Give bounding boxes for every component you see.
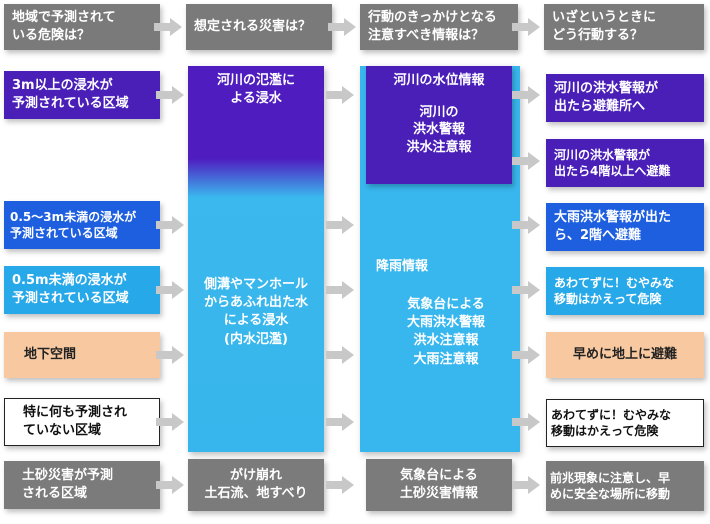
risk-under-05m: 0.5m未満の浸水が 予測されている区域 bbox=[4, 266, 160, 314]
action-move-safe: 前兆現象に注意し、早 めに安全な場所に移動 bbox=[546, 461, 704, 511]
disaster-column bbox=[188, 66, 324, 452]
disaster-landslide: がけ崩れ 土石流、地すべり bbox=[188, 459, 324, 511]
info-river-box: 河川の水位情報 河川の 洪水警報 洪水注意報 bbox=[366, 66, 512, 184]
action-stay-calm-1: あわてずに！むやみな 移動はかえって危険 bbox=[546, 267, 704, 315]
arrow-icon bbox=[156, 281, 184, 299]
info-rain-detail: 気象台による 大雨洪水警報 洪水注意報 大雨注意報 bbox=[406, 297, 485, 367]
arrow-icon bbox=[154, 18, 182, 36]
risk-underground: 地下空間 bbox=[4, 332, 160, 378]
risk-landslide: 土砂災害が予測 される区域 bbox=[4, 461, 160, 509]
info-rain-title: 降雨情報 bbox=[376, 259, 429, 274]
arrow-icon bbox=[512, 152, 540, 170]
arrow-icon bbox=[512, 281, 540, 299]
info-landslide: 気象台による 土砂災害情報 bbox=[366, 459, 512, 511]
arrow-icon bbox=[326, 216, 354, 234]
arrow-icon bbox=[326, 476, 354, 494]
arrow-icon bbox=[156, 476, 184, 494]
header-disaster: 想定される災害は？ bbox=[186, 4, 332, 50]
disaster-river-flood: 河川の氾濫に よる浸水 bbox=[216, 73, 295, 107]
header-info: 行動のきっかけとなる 注意すべき情報は？ bbox=[360, 4, 518, 50]
arrow-icon bbox=[326, 346, 354, 364]
arrow-icon bbox=[156, 216, 184, 234]
arrow-icon bbox=[512, 346, 540, 364]
info-river-title: 河川の水位情報 bbox=[393, 73, 485, 88]
arrow-icon bbox=[156, 413, 184, 431]
arrow-icon bbox=[326, 413, 354, 431]
arrow-icon bbox=[156, 346, 184, 364]
header-risk: 地域で予測されて いる危険は？ bbox=[4, 4, 160, 50]
disaster-inland-flood: 側溝やマンホール からあふれ出た水 による浸水 (内水氾濫) bbox=[203, 277, 308, 347]
arrow-icon bbox=[328, 18, 356, 36]
arrow-icon bbox=[512, 216, 540, 234]
risk-05-3m: 0.5～3m未満の浸水が 予測されている区域 bbox=[4, 201, 160, 249]
arrow-icon bbox=[512, 86, 540, 104]
arrow-icon bbox=[156, 86, 184, 104]
action-evacuate-4f: 河川の洪水警報が 出たら4階以上へ避難 bbox=[546, 139, 704, 187]
arrow-icon bbox=[326, 86, 354, 104]
action-stay-calm-2: あわてずに！むやみな 移動はかえって危険 bbox=[546, 399, 704, 447]
arrow-icon bbox=[512, 476, 540, 494]
arrow-icon bbox=[326, 281, 354, 299]
risk-3m-plus: 3m以上の浸水が 予測されている区域 bbox=[4, 71, 160, 119]
action-evacuate-2f: 大雨洪水警報が出た ら、2階へ避難 bbox=[546, 203, 704, 251]
arrow-icon bbox=[512, 18, 540, 36]
action-go-above-ground: 早めに地上に避難 bbox=[546, 332, 704, 378]
info-river-detail: 河川の 洪水警報 洪水注意報 bbox=[406, 104, 472, 155]
risk-none: 特に何も予測され ていない区域 bbox=[4, 398, 160, 446]
action-evacuate-shelter: 河川の洪水警報が 出たら避難所へ bbox=[546, 74, 704, 122]
arrow-icon bbox=[512, 413, 540, 431]
header-action: いざというときに どう行動する？ bbox=[544, 4, 704, 50]
